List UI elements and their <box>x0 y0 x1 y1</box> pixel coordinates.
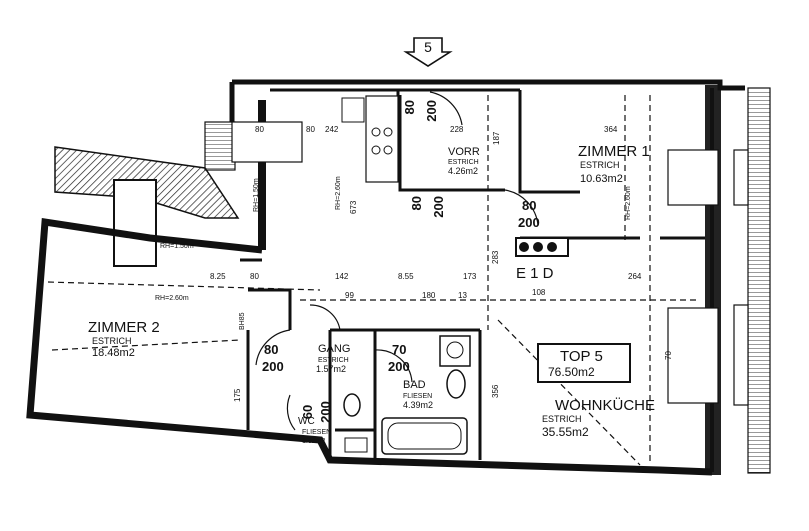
svg-text:ESTRICH: ESTRICH <box>318 357 349 364</box>
sink-icon <box>439 335 471 367</box>
svg-text:80: 80 <box>250 272 259 281</box>
door-label-5: 70 200 <box>388 342 410 374</box>
svg-text:TOP 5: TOP 5 <box>560 348 603 365</box>
svg-text:175: 175 <box>233 388 242 402</box>
svg-text:FLIESEN: FLIESEN <box>302 429 331 436</box>
svg-text:RH=2.60m: RH=2.60m <box>335 176 342 210</box>
svg-text:673: 673 <box>349 200 358 214</box>
bathtub-icon <box>381 417 468 455</box>
door-swings <box>255 91 539 431</box>
room-bad: BAD FLIESEN 4.39m2 <box>403 379 433 410</box>
svg-text:8.55: 8.55 <box>398 272 414 281</box>
door-label-3: 80 200 <box>518 198 540 230</box>
svg-text:264: 264 <box>628 272 642 281</box>
svg-text:ZIMMER 1: ZIMMER 1 <box>578 143 650 160</box>
room-vorr: VORR ESTRICH 4.26m2 <box>448 146 480 176</box>
svg-text:80: 80 <box>264 342 278 357</box>
svg-text:RH=1.50m: RH=1.50m <box>253 178 260 212</box>
height-annotations: RH=1.50m RH=2.60m RH=2.60m RH=1.50m RH=2… <box>155 176 632 330</box>
svg-text:200: 200 <box>262 359 284 374</box>
room-zimmer1: ZIMMER 1 ESTRICH 10.63m2 <box>578 143 650 185</box>
svg-text:187: 187 <box>492 131 501 145</box>
svg-text:ESTRICH: ESTRICH <box>92 336 132 346</box>
svg-text:4.39m2: 4.39m2 <box>403 400 433 410</box>
svg-text:200: 200 <box>388 359 410 374</box>
svg-text:13: 13 <box>458 291 467 300</box>
svg-text:70: 70 <box>392 342 406 357</box>
kitchen-counter-icon <box>341 95 399 183</box>
door-label-2: 80 200 <box>409 196 446 218</box>
svg-text:ESTRICH: ESTRICH <box>542 414 582 424</box>
svg-text:ESTRICH: ESTRICH <box>448 159 479 166</box>
right-facade <box>705 85 771 475</box>
room-zimmer2: ZIMMER 2 ESTRICH 18.48m2 <box>88 319 160 359</box>
svg-text:WOHNKÜCHE: WOHNKÜCHE <box>555 396 655 414</box>
svg-text:364: 364 <box>604 125 618 134</box>
svg-text:ZIMMER 2: ZIMMER 2 <box>88 319 160 336</box>
svg-text:4.26m2: 4.26m2 <box>448 166 478 176</box>
room-gang: GANG ESTRICH 1.57m2 <box>316 343 350 374</box>
cooktop-icon <box>515 237 569 257</box>
svg-text:80: 80 <box>255 125 264 134</box>
floor-code: E 1 D <box>516 265 554 282</box>
dashed-lines <box>47 95 700 466</box>
svg-text:GANG: GANG <box>318 343 350 355</box>
svg-text:70: 70 <box>664 351 673 360</box>
svg-text:80: 80 <box>522 198 536 213</box>
roof-terrace <box>54 121 240 267</box>
marker-label: 5 <box>424 39 432 55</box>
svg-text:142: 142 <box>335 272 349 281</box>
svg-text:108: 108 <box>532 288 546 297</box>
svg-text:RH=1.50m: RH=1.50m <box>160 243 194 250</box>
washbasin-wc-icon <box>344 437 368 453</box>
room-wohnkueche: WOHNKÜCHE ESTRICH 35.55m2 <box>542 396 655 439</box>
direction-marker-icon: 5 <box>403 37 453 67</box>
windows <box>231 121 749 406</box>
outer-walls <box>26 79 745 476</box>
svg-text:76.50m2: 76.50m2 <box>548 365 595 379</box>
svg-text:BH85: BH85 <box>239 312 246 330</box>
svg-text:ESTRICH: ESTRICH <box>580 160 620 170</box>
svg-text:60: 60 <box>300 405 315 419</box>
door-label-1: 80 200 <box>402 100 439 122</box>
room-wc: WC FLIESEN 1.62m2 <box>298 416 331 445</box>
svg-text:RH=2.60m: RH=2.60m <box>155 295 189 302</box>
svg-text:200: 200 <box>518 215 540 230</box>
toilet-icon <box>343 369 466 417</box>
door-label-6: 60 200 <box>300 401 333 423</box>
svg-text:80: 80 <box>409 196 424 210</box>
svg-text:173: 173 <box>463 272 477 281</box>
svg-text:10.63m2: 10.63m2 <box>580 173 623 185</box>
svg-text:1.57m2: 1.57m2 <box>316 364 346 374</box>
door-label-4: 80 200 <box>262 342 284 374</box>
svg-text:200: 200 <box>424 100 439 122</box>
svg-text:99: 99 <box>345 291 354 300</box>
svg-text:242: 242 <box>325 125 339 134</box>
svg-text:356: 356 <box>491 384 500 398</box>
svg-text:283: 283 <box>491 250 500 264</box>
svg-text:228: 228 <box>450 125 464 134</box>
svg-text:8.25: 8.25 <box>210 272 226 281</box>
svg-text:200: 200 <box>431 196 446 218</box>
svg-text:WC: WC <box>298 416 315 427</box>
unit-label: TOP 5 76.50m2 <box>537 343 631 383</box>
svg-text:200: 200 <box>318 401 333 423</box>
svg-text:FLIESEN: FLIESEN <box>403 393 432 400</box>
svg-text:BAD: BAD <box>403 379 426 391</box>
dimension-labels: 242 228 364 80 80 8.25 80 142 8.55 173 1… <box>210 125 673 402</box>
svg-text:80: 80 <box>402 100 417 114</box>
svg-text:1.62m2: 1.62m2 <box>302 438 325 445</box>
svg-text:35.55m2: 35.55m2 <box>542 425 589 439</box>
svg-text:180: 180 <box>422 291 436 300</box>
svg-text:80: 80 <box>306 125 315 134</box>
svg-text:VORR: VORR <box>448 146 480 158</box>
svg-text:RH=2.60m: RH=2.60m <box>625 186 632 220</box>
svg-text:18.48m2: 18.48m2 <box>92 347 135 359</box>
